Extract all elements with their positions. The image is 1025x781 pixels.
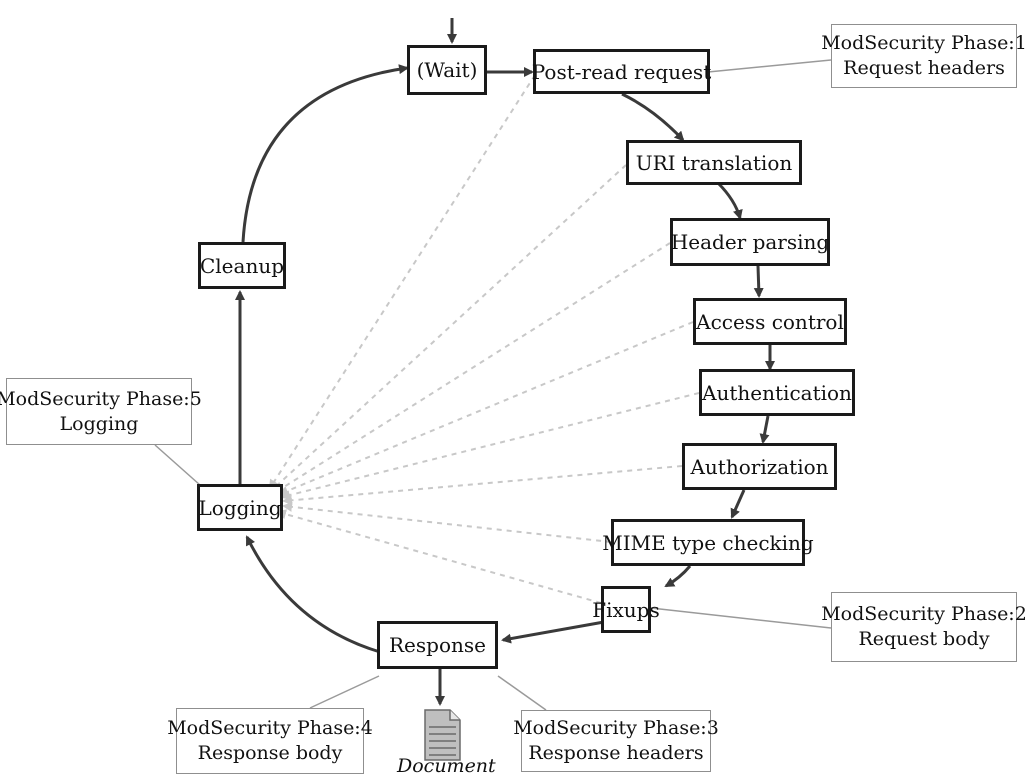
dashed-line-post-read bbox=[268, 74, 536, 490]
dashed-line-authentication bbox=[280, 392, 700, 500]
note-phase-1-sub: Request headers bbox=[843, 57, 1005, 79]
node-mime-type-checking: MIME type checking bbox=[602, 519, 814, 566]
node-logging: Logging bbox=[197, 484, 283, 531]
note-phase-5-title: ModSecurity Phase:5 bbox=[0, 387, 202, 410]
node-authentication: Authentication bbox=[699, 369, 855, 416]
note-phase-4: ModSecurity Phase:4 Response body bbox=[167, 708, 373, 774]
arrow-authentication-authorization bbox=[759, 415, 770, 444]
arrow-header-access bbox=[753, 265, 764, 298]
note-link-phase1 bbox=[707, 59, 832, 73]
node-wait: (Wait) bbox=[407, 45, 487, 95]
node-cleanup: Cleanup bbox=[198, 242, 286, 289]
note-phase-5-sub: Logging bbox=[59, 412, 139, 435]
arrow-response-logging bbox=[245, 535, 381, 654]
node-fixups: Fixups bbox=[592, 586, 660, 633]
note-phase-2: ModSecurity Phase:2 Request body bbox=[821, 592, 1025, 662]
dashed-line-access bbox=[278, 321, 694, 496]
node-access-control: Access control bbox=[693, 298, 847, 345]
dashed-line-fixups bbox=[276, 509, 602, 604]
document-icon bbox=[424, 709, 461, 761]
note-phase-5: ModSecurity Phase:5 Logging bbox=[0, 378, 202, 445]
note-phase-4-sub: Response body bbox=[197, 742, 343, 764]
dashed-line-uri bbox=[270, 164, 627, 492]
note-link-phase3 bbox=[497, 675, 547, 711]
dashed-line-authorization bbox=[282, 465, 683, 506]
node-response: Response bbox=[377, 621, 498, 669]
note-link-phase2 bbox=[650, 607, 832, 629]
dashed-line-header bbox=[274, 242, 671, 494]
note-phase-3-title: ModSecurity Phase:3 bbox=[513, 717, 719, 740]
dashed-line-mime bbox=[282, 501, 612, 543]
note-phase-3-sub: Response headers bbox=[528, 742, 704, 764]
arrow-postread-uri bbox=[621, 92, 685, 142]
note-link-phase4 bbox=[309, 675, 380, 709]
arrow-mime-fixups bbox=[664, 565, 692, 588]
note-phase-2-title: ModSecurity Phase:2 bbox=[821, 603, 1025, 626]
note-phase-3: ModSecurity Phase:3 Response headers bbox=[513, 710, 719, 772]
note-phase-4-title: ModSecurity Phase:4 bbox=[167, 717, 373, 740]
arrow-uri-header bbox=[716, 181, 743, 220]
node-authorization: Authorization bbox=[682, 443, 837, 490]
arrow-authorization-mime bbox=[730, 489, 746, 519]
note-link-phase5 bbox=[154, 444, 201, 486]
arrow-fixups-response bbox=[501, 620, 605, 644]
node-header-parsing: Header parsing bbox=[670, 218, 830, 266]
arrow-cleanup-wait bbox=[241, 64, 409, 243]
note-phase-2-sub: Request body bbox=[858, 628, 990, 650]
node-uri-translation: URI translation bbox=[626, 140, 802, 185]
node-post-read-request: Post-read request bbox=[532, 49, 711, 94]
note-phase-1-title: ModSecurity Phase:1 bbox=[821, 32, 1025, 55]
note-phase-1: ModSecurity Phase:1 Request headers bbox=[821, 24, 1025, 88]
document-label: Document bbox=[397, 755, 496, 777]
